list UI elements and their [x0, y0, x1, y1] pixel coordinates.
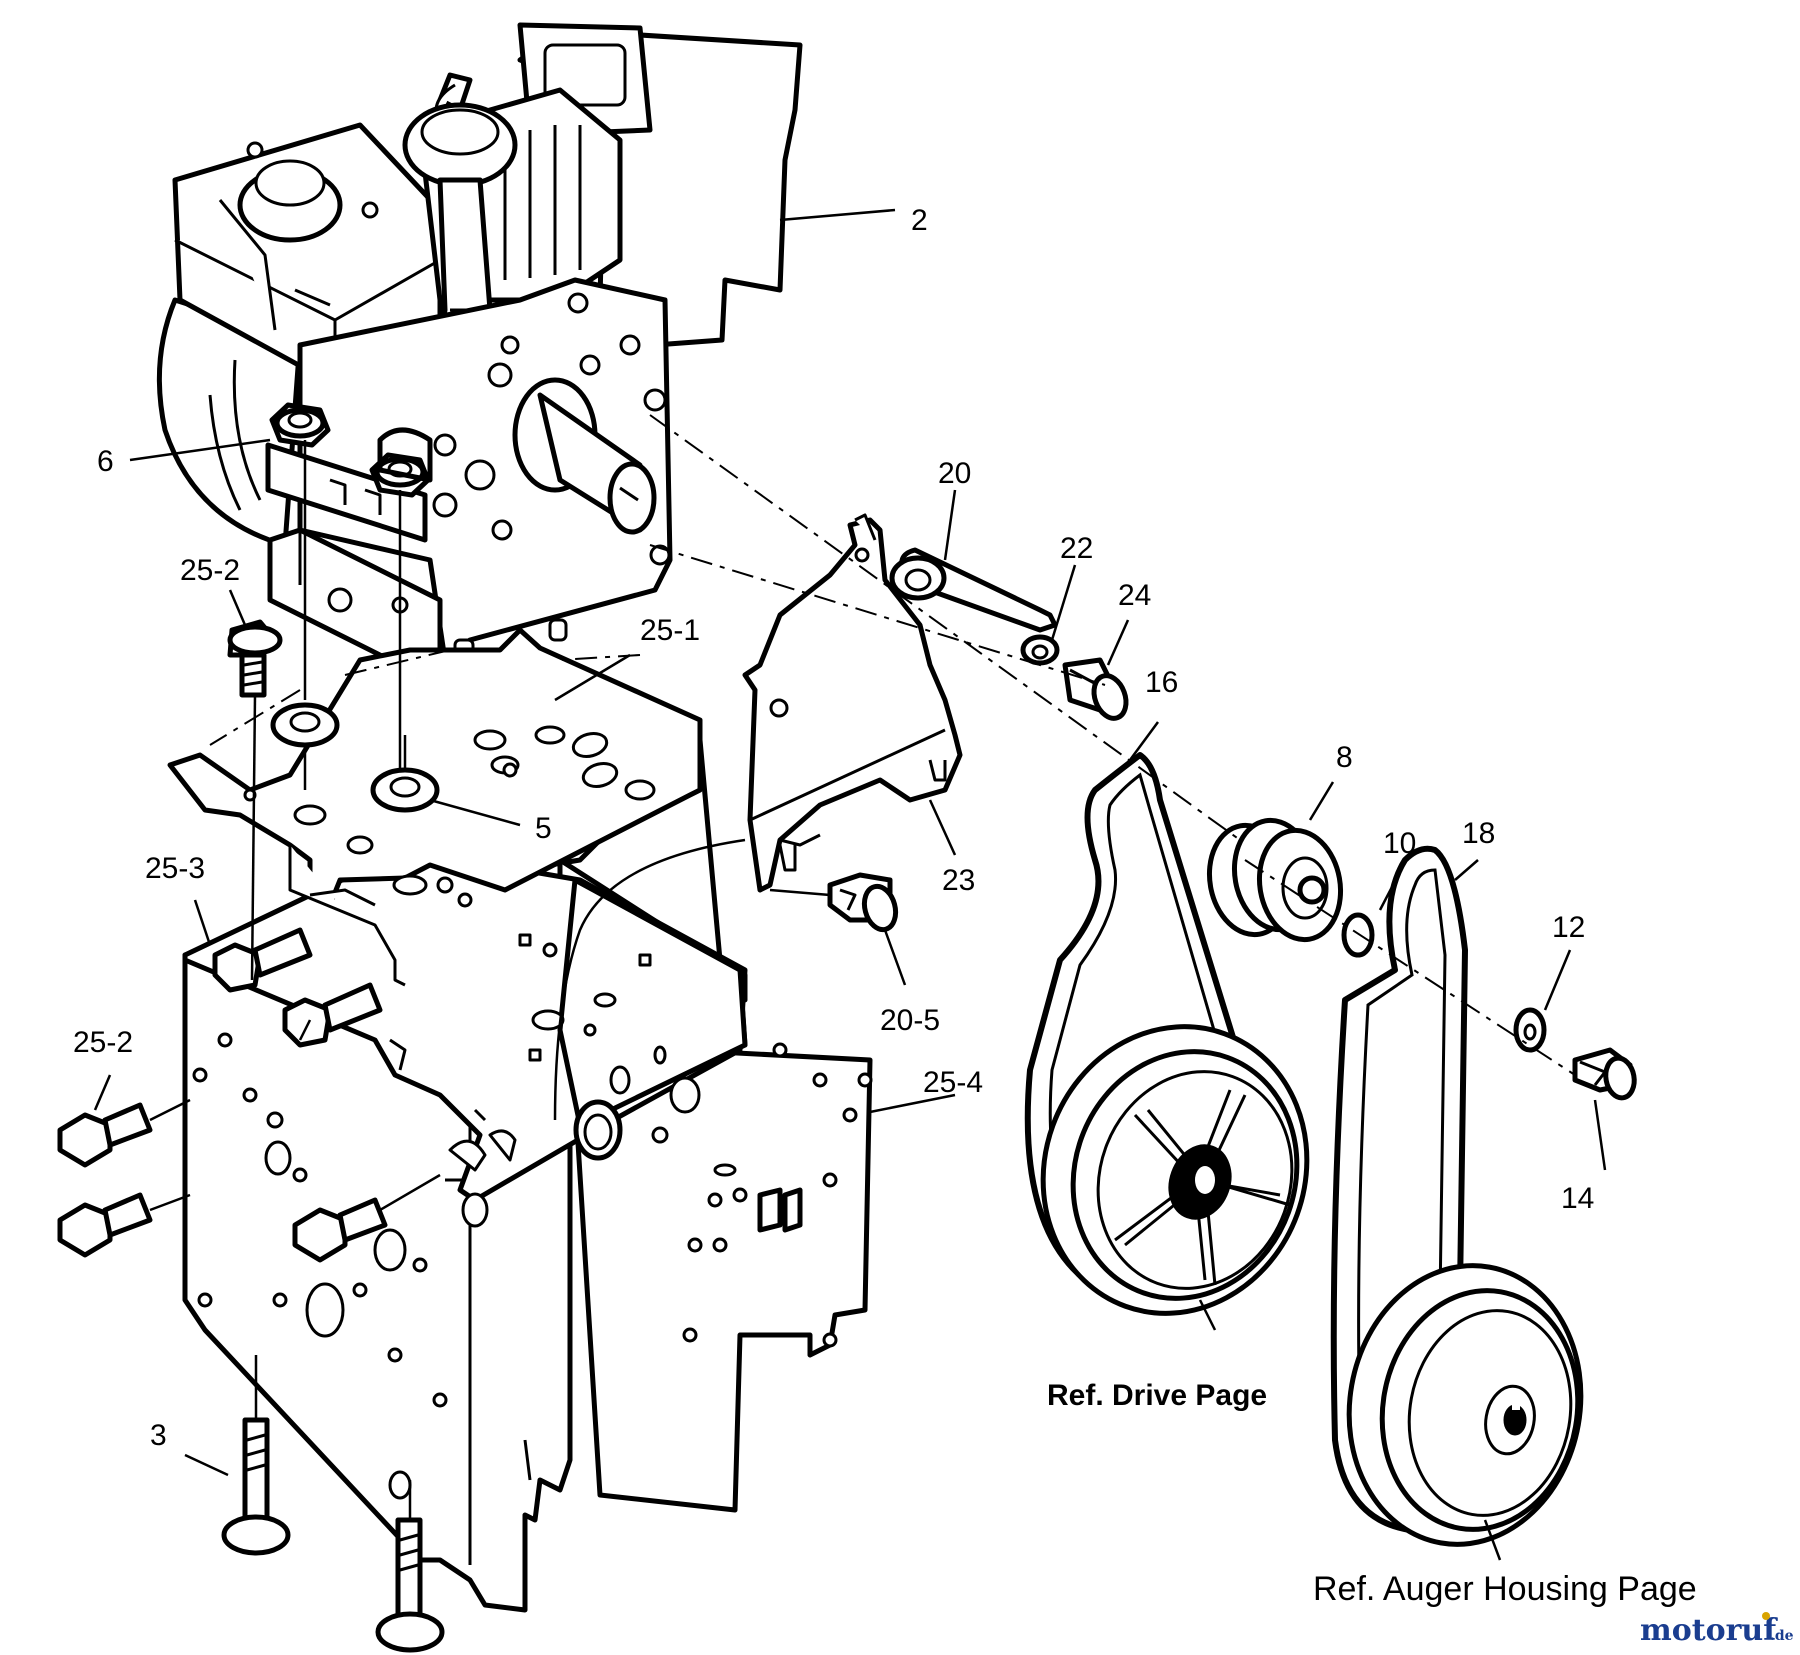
drive-pulley	[1040, 1024, 1310, 1316]
callout-25-2-top: 25-2	[180, 554, 240, 587]
callout-8: 8	[1336, 741, 1353, 774]
frame	[167, 627, 873, 1613]
callout-14: 14	[1561, 1182, 1594, 1215]
callout-2: 2	[911, 204, 928, 237]
assembly-center-lines	[149, 414, 1576, 1520]
callout-12: 12	[1552, 911, 1585, 944]
callout-20: 20	[938, 457, 971, 490]
callout-leaders	[93, 208, 1607, 1561]
watermark-logo: motoruf .de	[1640, 1612, 1794, 1648]
auger-pulley	[1346, 1263, 1584, 1547]
washer-and-bolt	[1020, 634, 1129, 721]
ref-drive-page: Ref. Drive Page	[1047, 1379, 1267, 1412]
callout-22: 22	[1060, 532, 1093, 565]
callout-20-5: 20-5	[880, 1004, 940, 1037]
callout-10: 10	[1383, 827, 1416, 860]
lockwashers	[270, 702, 440, 813]
bolt-25-2-top	[227, 619, 283, 698]
bolt-20-5	[827, 872, 899, 933]
callout-16: 16	[1145, 666, 1178, 699]
watermark-dot	[1762, 1612, 1770, 1620]
callout-25-2-side: 25-2	[73, 1026, 133, 1059]
callout-23: 23	[942, 864, 975, 897]
bolts-25-2-side	[57, 1102, 388, 1263]
callout-25-3: 25-3	[145, 852, 205, 885]
callout-24: 24	[1118, 579, 1151, 612]
callout-25-1: 25-1	[640, 614, 700, 647]
ref-auger-housing-page: Ref. Auger Housing Page	[1313, 1570, 1697, 1608]
callout-5: 5	[535, 812, 552, 845]
spacer-10	[1341, 912, 1375, 958]
carriage-bolts-3	[221, 1417, 445, 1653]
washer-12-and-bolt-14	[1513, 1007, 1637, 1101]
callout-6: 6	[97, 445, 114, 478]
watermark-brand: motoruf	[1640, 1613, 1778, 1648]
callout-18: 18	[1462, 817, 1495, 850]
watermark-domain: .de	[1770, 1628, 1794, 1644]
idler-arm	[889, 547, 1058, 633]
engine-pulley-8	[1206, 817, 1344, 943]
callout-3: 3	[150, 1419, 167, 1452]
callout-25-4: 25-4	[923, 1066, 983, 1099]
callout-labels: 2 6 20 22 24 16 25-2 25-1 8 5 23 10 18 2…	[73, 204, 1697, 1608]
belt-guide-bracket	[742, 513, 963, 893]
engine	[156, 22, 803, 668]
